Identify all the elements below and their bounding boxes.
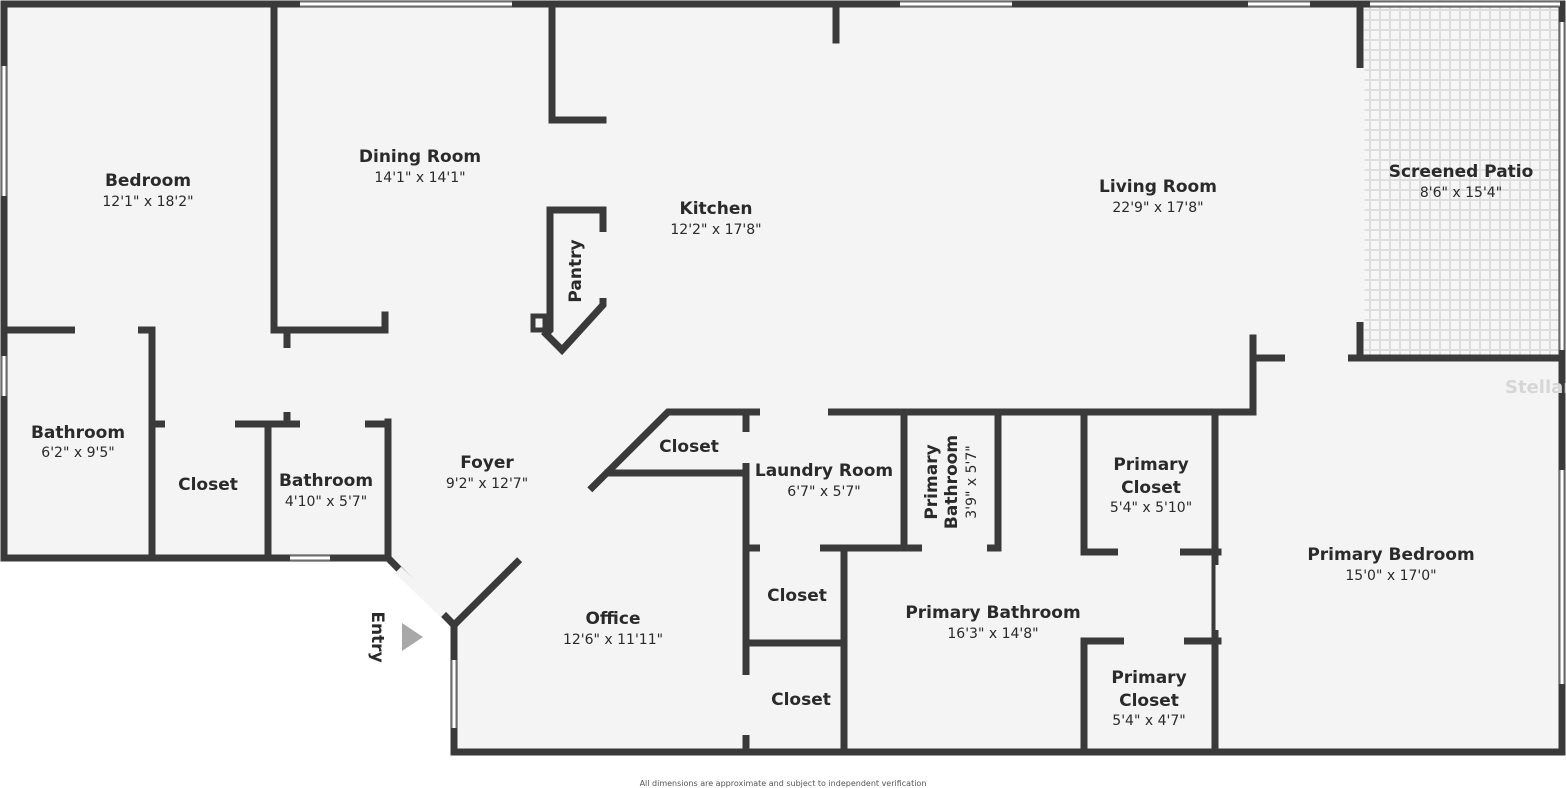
room-name-bath1: Bathroom	[31, 423, 125, 443]
room-dim-dining: 14'1" x 14'1"	[374, 170, 465, 186]
room-name-kitchen: Kitchen	[680, 199, 753, 219]
room-name-closet3: Closet	[767, 586, 827, 606]
door-openings	[75, 68, 1365, 735]
watermark: Stellar	[1505, 377, 1566, 398]
room-dim-patio: 8'6" x 15'4"	[1420, 185, 1502, 201]
room-dim-foyer: 9'2" x 12'7"	[446, 476, 528, 492]
room-name-living: Living Room	[1099, 177, 1217, 197]
room-name-pcloset1-1: Primary	[1113, 455, 1188, 475]
room-name-pbath-small-2: Bathroom	[942, 435, 962, 529]
room-dim-pcloset2: 5'4" x 4'7"	[1112, 713, 1185, 729]
room-name-bedroom: Bedroom	[105, 171, 191, 191]
room-dim-office: 12'6" x 11'11"	[563, 632, 663, 648]
room-name-pbath: Primary Bathroom	[905, 603, 1080, 623]
room-labels: Bedroom 12'1" x 18'2" Dining Room 14'1" …	[31, 147, 1533, 729]
room-dim-living: 22'9" x 17'8"	[1112, 200, 1203, 216]
room-dim-bedroom: 12'1" x 18'2"	[102, 194, 193, 210]
room-dim-bath1: 6'2" x 9'5"	[41, 445, 114, 461]
floor-area	[4, 4, 1562, 752]
room-name-closet1: Closet	[178, 475, 238, 495]
room-name-laundry: Laundry Room	[755, 461, 893, 481]
disclaimer: All dimensions are approximate and subje…	[640, 779, 927, 788]
room-name-pcloset1-2: Closet	[1121, 478, 1181, 498]
room-name-pbath-small-1: Primary	[922, 444, 942, 519]
room-name-closet4: Closet	[771, 690, 831, 710]
room-name-pcloset2-2: Closet	[1119, 691, 1179, 711]
room-dim-bath2: 4'10" x 5'7"	[285, 494, 367, 510]
room-dim-pbath: 16'3" x 14'8"	[947, 626, 1038, 642]
room-name-bath2: Bathroom	[279, 471, 373, 491]
room-name-closet2: Closet	[659, 437, 719, 457]
room-name-pantry: Pantry	[566, 239, 586, 302]
room-name-dining: Dining Room	[359, 147, 481, 167]
room-dim-laundry: 6'7" x 5'7"	[787, 484, 860, 500]
room-name-office: Office	[585, 609, 640, 629]
room-dim-kitchen: 12'2" x 17'8"	[670, 222, 761, 238]
room-name-foyer: Foyer	[460, 453, 514, 473]
room-dim-pbedroom: 15'0" x 17'0"	[1345, 568, 1436, 584]
room-name-patio: Screened Patio	[1389, 162, 1534, 182]
room-name-pbedroom: Primary Bedroom	[1307, 545, 1474, 565]
entry-arrow-icon	[402, 623, 423, 651]
room-dim-pcloset1: 5'4" x 5'10"	[1110, 500, 1192, 516]
room-dim-pbath-small: 3'9" x 5'7"	[964, 445, 980, 518]
patio-floor	[1364, 7, 1560, 358]
windows	[1, 1, 1565, 728]
room-name-pcloset2-1: Primary	[1111, 668, 1186, 688]
entry-label: Entry	[367, 611, 387, 662]
entry-marker: Entry	[367, 611, 423, 663]
